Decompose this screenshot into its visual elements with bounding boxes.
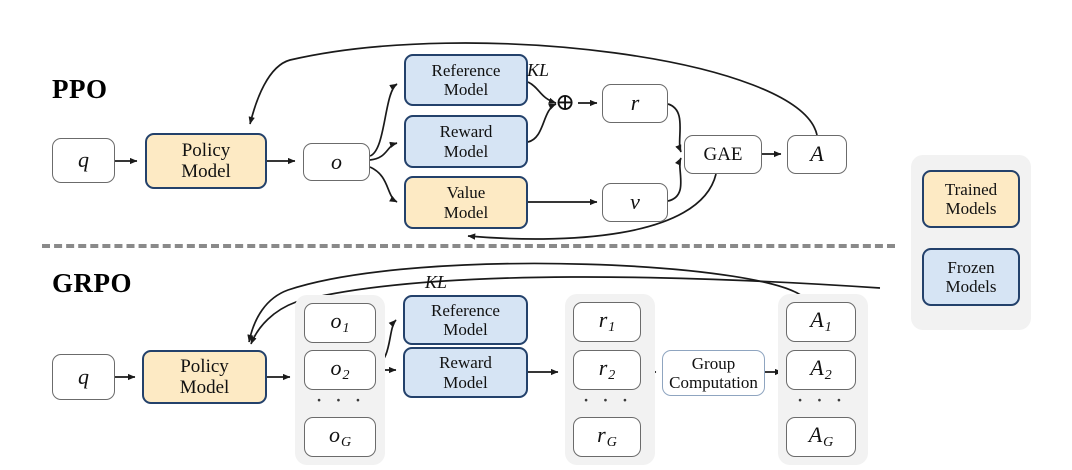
ppo-value-estimate-label: v bbox=[630, 189, 640, 215]
section-divider bbox=[42, 244, 895, 248]
ppo-reward-model-line2: Model bbox=[443, 141, 489, 161]
grpo-output-box-1: o1 bbox=[304, 303, 376, 343]
grpo-output-label-1: o1 bbox=[330, 308, 350, 337]
grpo-reward-box-g: rG bbox=[573, 417, 641, 457]
ppo-reference-model-box: Reference Model bbox=[404, 54, 528, 106]
grpo-group-computation-line1: Group bbox=[691, 353, 736, 373]
grpo-reference-model-box: Reference Model bbox=[403, 295, 528, 345]
grpo-reward-label-g: rG bbox=[597, 422, 617, 451]
ppo-gae-label: GAE bbox=[703, 143, 743, 165]
grpo-output-box-2: o2 bbox=[304, 350, 376, 390]
legend-frozen-line1: Frozen bbox=[947, 257, 995, 277]
grpo-advantage-label-1: A1 bbox=[810, 307, 832, 336]
ppo-reward-model-box: Reward Model bbox=[404, 115, 528, 168]
grpo-advantage-box-g: AG bbox=[786, 417, 856, 457]
grpo-reward-box-1: r1 bbox=[573, 302, 641, 342]
ppo-value-model-line2: Model bbox=[443, 202, 489, 222]
ppo-policy-model-box: Policy Model bbox=[145, 133, 267, 189]
ppo-output-label: o bbox=[331, 148, 342, 174]
ppo-reward-model-line1: Reward bbox=[439, 122, 493, 142]
ppo-value-model-box: Value Model bbox=[404, 176, 528, 229]
grpo-outputs-ellipsis: · · · bbox=[315, 388, 365, 413]
ppo-policy-model-line2: Model bbox=[181, 161, 231, 182]
grpo-group-computation-box: Group Computation bbox=[662, 350, 765, 396]
grpo-reward-label-2: r2 bbox=[598, 355, 616, 384]
grpo-reward-model-line1: Reward bbox=[439, 353, 492, 373]
ppo-section-title: PPO bbox=[52, 74, 108, 104]
ppo-value-model-line1: Value bbox=[446, 183, 486, 203]
legend-trained-line2: Models bbox=[945, 199, 997, 218]
grpo-reward-model-line2: Model bbox=[443, 372, 488, 392]
grpo-advantage-label-2: A2 bbox=[810, 355, 832, 384]
ppo-reference-model-line1: Reference bbox=[431, 60, 501, 80]
legend-trained-line1: Trained bbox=[944, 179, 998, 199]
grpo-reward-label-1: r1 bbox=[598, 307, 616, 336]
grpo-query-box: q bbox=[52, 354, 115, 400]
ppo-advantage-box: A bbox=[787, 135, 847, 174]
ppo-policy-model-line1: Policy bbox=[181, 139, 231, 161]
legend-frozen-line2: Models bbox=[945, 277, 997, 296]
ppo-kl-label: KL bbox=[527, 60, 550, 80]
grpo-group-computation-line2: Computation bbox=[669, 373, 758, 392]
ppo-gae-box: GAE bbox=[684, 135, 762, 174]
grpo-policy-model-line2: Model bbox=[179, 377, 230, 398]
grpo-reward-model-box: Reward Model bbox=[403, 347, 528, 398]
ppo-reward-value-label: r bbox=[630, 90, 640, 116]
ppo-plus-operator-icon: ⊕ bbox=[555, 90, 576, 116]
grpo-section-title: GRPO bbox=[52, 268, 132, 298]
grpo-advantages-ellipsis: · · · bbox=[796, 388, 846, 413]
ppo-reference-model-line2: Model bbox=[443, 80, 489, 99]
grpo-advantage-box-2: A2 bbox=[786, 350, 856, 390]
ppo-output-box: o bbox=[303, 143, 370, 181]
grpo-policy-model-line1: Policy bbox=[180, 355, 229, 377]
grpo-policy-model-box: Policy Model bbox=[142, 350, 267, 404]
grpo-advantage-box-1: A1 bbox=[786, 302, 856, 342]
grpo-kl-label: KL bbox=[425, 272, 448, 292]
grpo-rewards-ellipsis: · · · bbox=[582, 388, 632, 413]
grpo-query-label: q bbox=[78, 363, 89, 389]
grpo-output-box-g: oG bbox=[304, 417, 376, 457]
ppo-query-label: q bbox=[78, 147, 89, 173]
grpo-reward-box-2: r2 bbox=[573, 350, 641, 390]
ppo-query-box: q bbox=[52, 138, 115, 183]
legend-item-trained-models: Trained Models bbox=[922, 170, 1020, 228]
legend-item-frozen-models: Frozen Models bbox=[922, 248, 1020, 306]
ppo-advantage-label: A bbox=[810, 141, 824, 167]
grpo-advantage-label-g: AG bbox=[808, 422, 834, 451]
ppo-value-estimate-box: v bbox=[602, 183, 668, 222]
grpo-reference-model-line1: Reference bbox=[431, 300, 500, 320]
ppo-reward-value-box: r bbox=[602, 84, 668, 123]
grpo-output-label-g: oG bbox=[328, 422, 352, 451]
grpo-reference-model-line2: Model bbox=[443, 320, 488, 339]
grpo-output-label-2: o2 bbox=[330, 355, 350, 384]
